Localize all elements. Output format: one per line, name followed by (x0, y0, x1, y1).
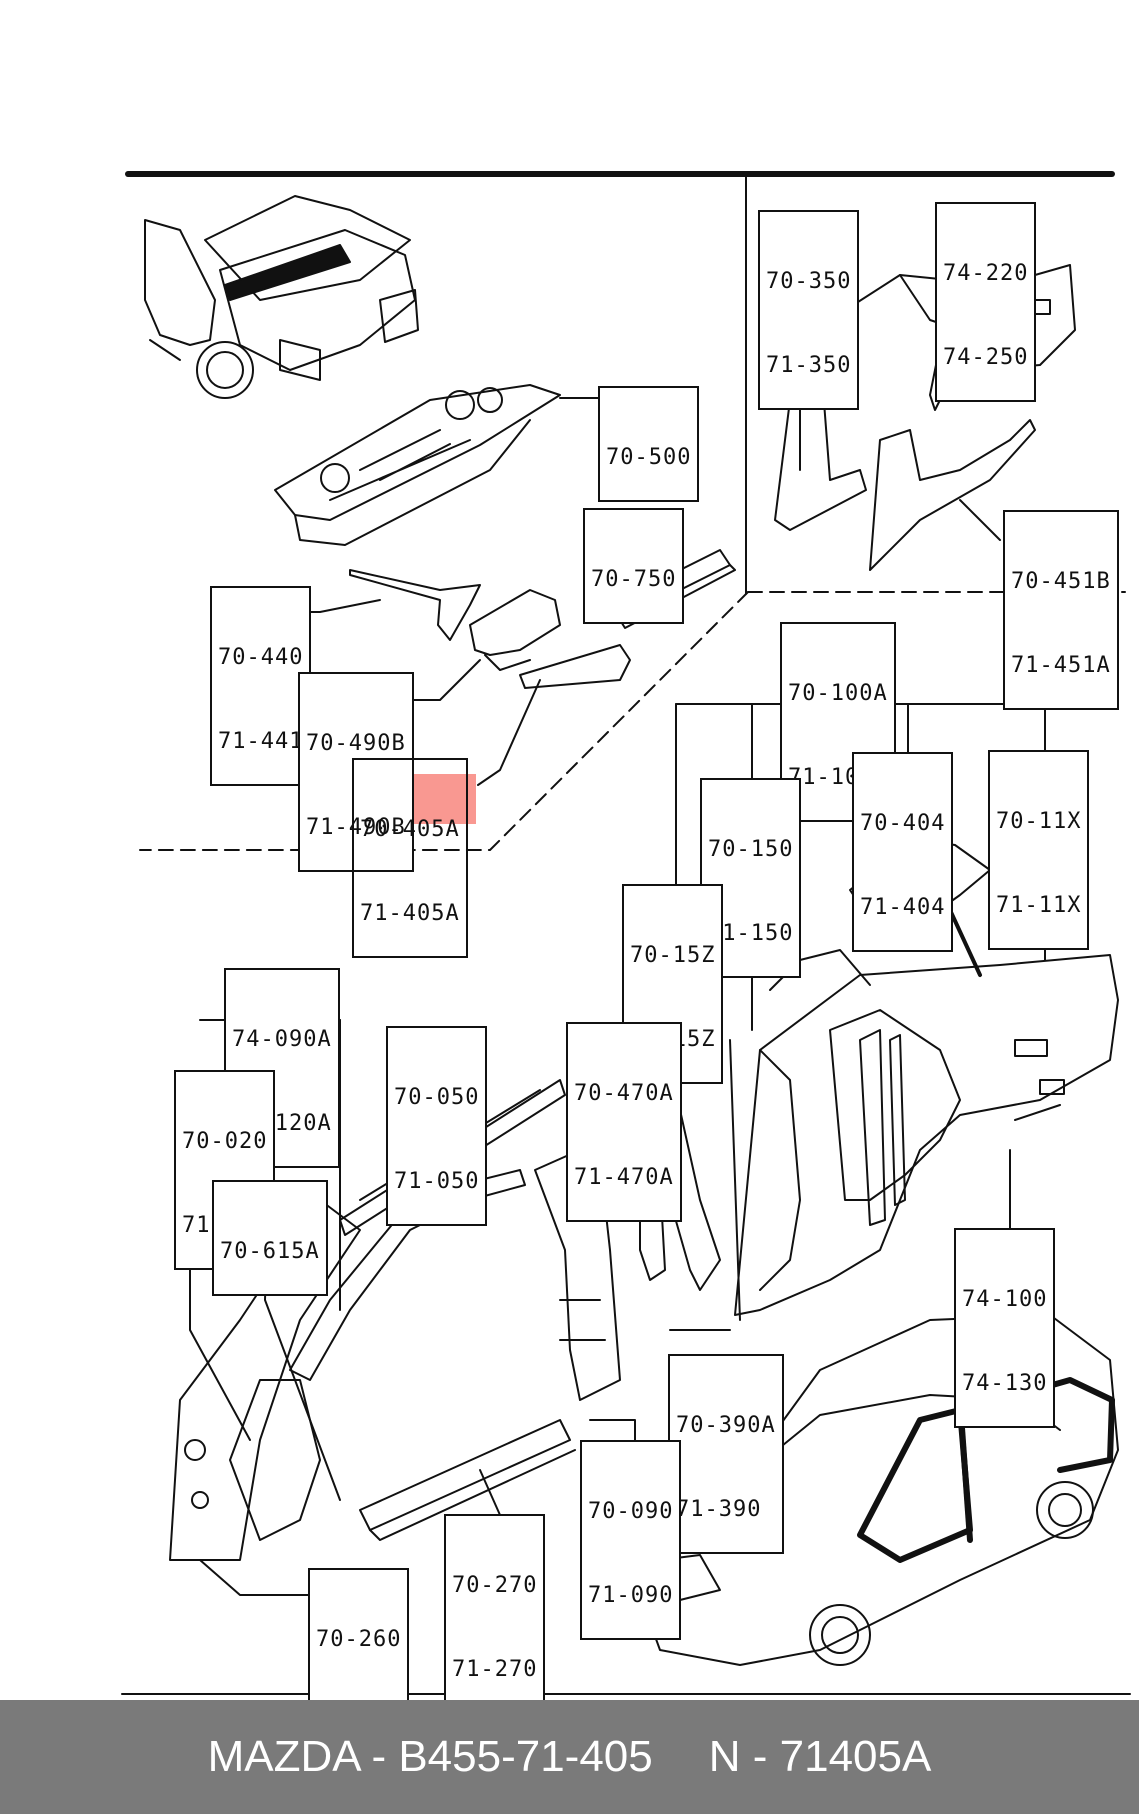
label-70-490B[interactable]: 70-490B 71-490B (298, 672, 414, 872)
label-line: 71-390 (676, 1497, 762, 1522)
label-70-615A[interactable]: 70-615A (212, 1180, 328, 1296)
car-rear-illustration (144, 195, 419, 399)
label-74-100[interactable]: 74-100 74-130 (954, 1228, 1056, 1428)
label-70-090[interactable]: 70-090 71-090 (580, 1440, 682, 1640)
body-side-illustration (734, 949, 1119, 1316)
label-line: 70-100A (788, 681, 888, 706)
label-line: 74-220 (943, 261, 1029, 286)
label-line: 71-405A (360, 901, 460, 926)
pillar-illustration (859, 1029, 906, 1226)
oem-part-number: MAZDA - B455-71-405 (207, 1732, 653, 1781)
label-line: 71-404 (860, 895, 946, 920)
label-70-050[interactable]: 70-050 71-050 (386, 1026, 488, 1226)
label-line: 70-451B (1011, 569, 1111, 594)
label-line: 70-260 (316, 1627, 402, 1652)
label-70-470A[interactable]: 70-470A 71-470A (566, 1022, 682, 1222)
label-line: 71-11X (996, 893, 1082, 918)
part-70-405A-illustration (477, 644, 631, 786)
label-line: 70-390A (676, 1413, 776, 1438)
label-line: 71-350 (766, 353, 852, 378)
label-70-750[interactable]: 70-750 (583, 508, 685, 624)
part-number-footer: MAZDA - B455-71-405 N - 71405A (0, 1700, 1139, 1814)
part-70-440-illustration (299, 569, 481, 641)
label-line: 70-150 (708, 837, 794, 862)
label-line: 74-100 (962, 1287, 1048, 1312)
label-line: 70-615A (220, 1239, 320, 1264)
label-line: 71-490B (306, 815, 406, 840)
label-70-500[interactable]: 70-500 (598, 386, 700, 502)
label-line: 70-405A (360, 817, 460, 842)
label-line: 70-440 (218, 645, 304, 670)
label-line: 70-11X (996, 809, 1082, 834)
label-line: 71-050 (394, 1169, 480, 1194)
label-line: 70-090 (588, 1499, 674, 1524)
label-line: 70-020 (182, 1129, 268, 1154)
label-70-404[interactable]: 70-404 71-404 (852, 752, 954, 952)
a-pillar-illustration (169, 1199, 361, 1561)
label-70-11X[interactable]: 70-11X 71-11X (988, 750, 1090, 950)
label-line: 70-750 (591, 567, 677, 592)
label-line: 71-470A (574, 1165, 674, 1190)
label-line: 70-404 (860, 811, 946, 836)
label-line: 74-250 (943, 345, 1029, 370)
label-line: 71-270 (452, 1657, 538, 1682)
label-74-220[interactable]: 74-220 74-250 (935, 202, 1037, 402)
label-70-350[interactable]: 70-350 71-350 (758, 210, 860, 410)
part-70-490B-illustration (409, 589, 561, 701)
label-line: 70-270 (452, 1573, 538, 1598)
part-70-270-illustration (359, 1419, 576, 1541)
label-line: 70-050 (394, 1085, 480, 1110)
label-line: 70-490B (306, 731, 406, 756)
label-line: 70-15Z (630, 943, 716, 968)
label-line: 71-090 (588, 1583, 674, 1608)
label-70-451B[interactable]: 70-451B 71-451A (1003, 510, 1119, 710)
part-70-451B-illustration (869, 419, 1036, 571)
label-line: 70-470A (574, 1081, 674, 1106)
label-74-090A[interactable]: 74-090A 74-120A (224, 968, 340, 1168)
label-line: 74-130 (962, 1371, 1048, 1396)
label-70-440[interactable]: 70-440 71-441 (210, 586, 312, 786)
label-line: 71-451A (1011, 653, 1111, 678)
alt-part-number: N - 71405A (708, 1732, 932, 1781)
dashed-boundary (139, 591, 749, 851)
label-line: 71-441 (218, 729, 304, 754)
label-line: 74-090A (232, 1027, 332, 1052)
label-line: 70-500 (606, 445, 692, 470)
label-70-270[interactable]: 70-270 71-270 (444, 1514, 546, 1714)
part-70-500-illustration (274, 384, 599, 546)
label-70-405A[interactable]: 70-405A 71-405A (352, 758, 468, 958)
label-line: 70-350 (766, 269, 852, 294)
label-70-390A[interactable]: 70-390A 71-390 (668, 1354, 784, 1554)
